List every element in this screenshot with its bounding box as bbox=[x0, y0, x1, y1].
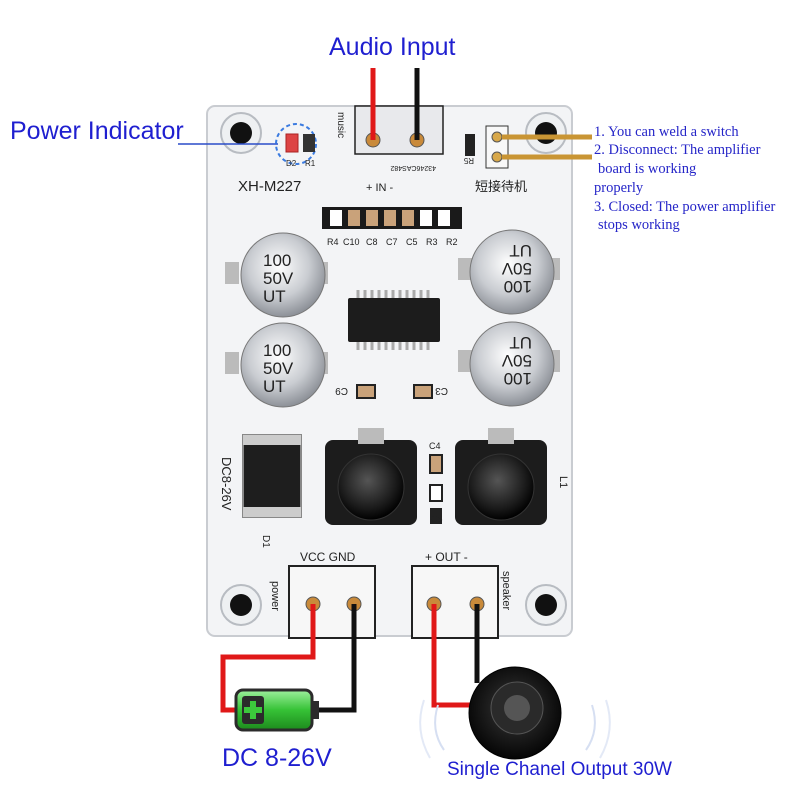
power-terminal: VCC GND power bbox=[269, 550, 376, 639]
small-caps-mid: C9 C3 bbox=[335, 384, 448, 399]
cap-bl-voltage: 50V bbox=[263, 359, 294, 378]
resistor-row: R4 C10 C8 C7 C5 R3 R2 bbox=[322, 207, 462, 247]
led-r1-label: R1 bbox=[305, 159, 316, 168]
switch-note-3: 3. Closed: The power amplifier bbox=[594, 199, 776, 215]
output-wire-positive bbox=[431, 604, 486, 708]
capacitor-bottom-right: 100 50V UT bbox=[458, 321, 560, 407]
c6-label: C6 bbox=[431, 514, 443, 524]
cap-br-voltage: 50V bbox=[501, 351, 532, 370]
c3-label: C3 bbox=[435, 385, 448, 396]
switch-note-2b: board is working bbox=[598, 161, 697, 177]
vcc-gnd-label: VCC GND bbox=[300, 550, 356, 564]
amplifier-chip bbox=[348, 290, 440, 350]
battery-icon bbox=[234, 688, 319, 732]
in-label: + IN - bbox=[366, 182, 394, 194]
model-label: XH-M227 bbox=[238, 178, 301, 195]
small-caps-c4-c6: C4 C6 bbox=[429, 441, 443, 524]
power-wire-negative bbox=[316, 604, 357, 713]
speaker-label: speaker bbox=[500, 571, 512, 610]
c4-label: C4 bbox=[429, 441, 441, 451]
d1-label: D1 bbox=[260, 535, 271, 548]
label-c5: C5 bbox=[406, 237, 418, 247]
l1-label: L1 bbox=[557, 476, 569, 488]
chip-marking: 43246CAS482 bbox=[390, 164, 436, 171]
c9-label: C9 bbox=[335, 385, 348, 396]
power-wire-positive bbox=[220, 604, 316, 713]
cap-bl-value: 100 bbox=[263, 341, 291, 360]
inductor-left bbox=[325, 428, 417, 525]
cap-tl-value: 100 bbox=[263, 251, 291, 270]
power-indicator-label: Power Indicator bbox=[10, 117, 184, 145]
cap-tr-value: 100 bbox=[504, 277, 532, 296]
label-c8: C8 bbox=[366, 237, 378, 247]
power-led: D2 R1 bbox=[178, 123, 317, 168]
capacitor-top-right: 100 50V UT bbox=[458, 229, 560, 315]
cap-br-series: UT bbox=[509, 333, 532, 352]
dc-range-label: DC8-26V bbox=[219, 457, 234, 511]
cap-br-value: 100 bbox=[504, 369, 532, 388]
standby-label: 短接待机 bbox=[475, 179, 527, 194]
label-c10: C10 bbox=[343, 237, 360, 247]
out-label: + OUT - bbox=[425, 550, 468, 564]
label-r4: R4 bbox=[327, 237, 339, 247]
switch-note-2: 2. Disconnect: The amplifier bbox=[594, 142, 761, 158]
capacitor-bottom-left: 100 50V UT bbox=[225, 322, 328, 408]
power-label: power bbox=[269, 581, 281, 611]
diode-d1: D1 bbox=[242, 434, 302, 548]
switch-note-3b: stops working bbox=[598, 217, 680, 233]
cap-bl-series: UT bbox=[263, 377, 286, 396]
cap-tr-voltage: 50V bbox=[501, 259, 532, 278]
cap-tl-series: UT bbox=[263, 287, 286, 306]
switch-note-2c: properly bbox=[594, 180, 644, 196]
inductor-right: L1 bbox=[455, 428, 569, 525]
output-label: Single Chanel Output 30W bbox=[447, 759, 672, 780]
audio-input-label: Audio Input bbox=[329, 33, 456, 61]
led-d2-label: D2 bbox=[286, 159, 297, 168]
switch-note-1: 1. You can weld a switch bbox=[594, 124, 739, 140]
cap-tr-series: UT bbox=[509, 241, 532, 260]
standby-switch-pins: R5 短接待机 bbox=[463, 125, 592, 194]
mounting-holes bbox=[220, 112, 567, 626]
audio-input-header: music 43246CAS482 + IN - bbox=[335, 105, 444, 194]
label-r3: R3 bbox=[426, 237, 438, 247]
cap-tl-voltage: 50V bbox=[263, 269, 294, 288]
speaker-icon bbox=[419, 666, 611, 760]
dc-supply-label: DC 8-26V bbox=[222, 744, 332, 772]
r5-label: R5 bbox=[463, 156, 474, 165]
label-r2: R2 bbox=[446, 237, 458, 247]
music-label: music bbox=[335, 112, 346, 138]
capacitor-top-left: 100 50V UT bbox=[225, 232, 328, 318]
label-c7: C7 bbox=[386, 237, 398, 247]
